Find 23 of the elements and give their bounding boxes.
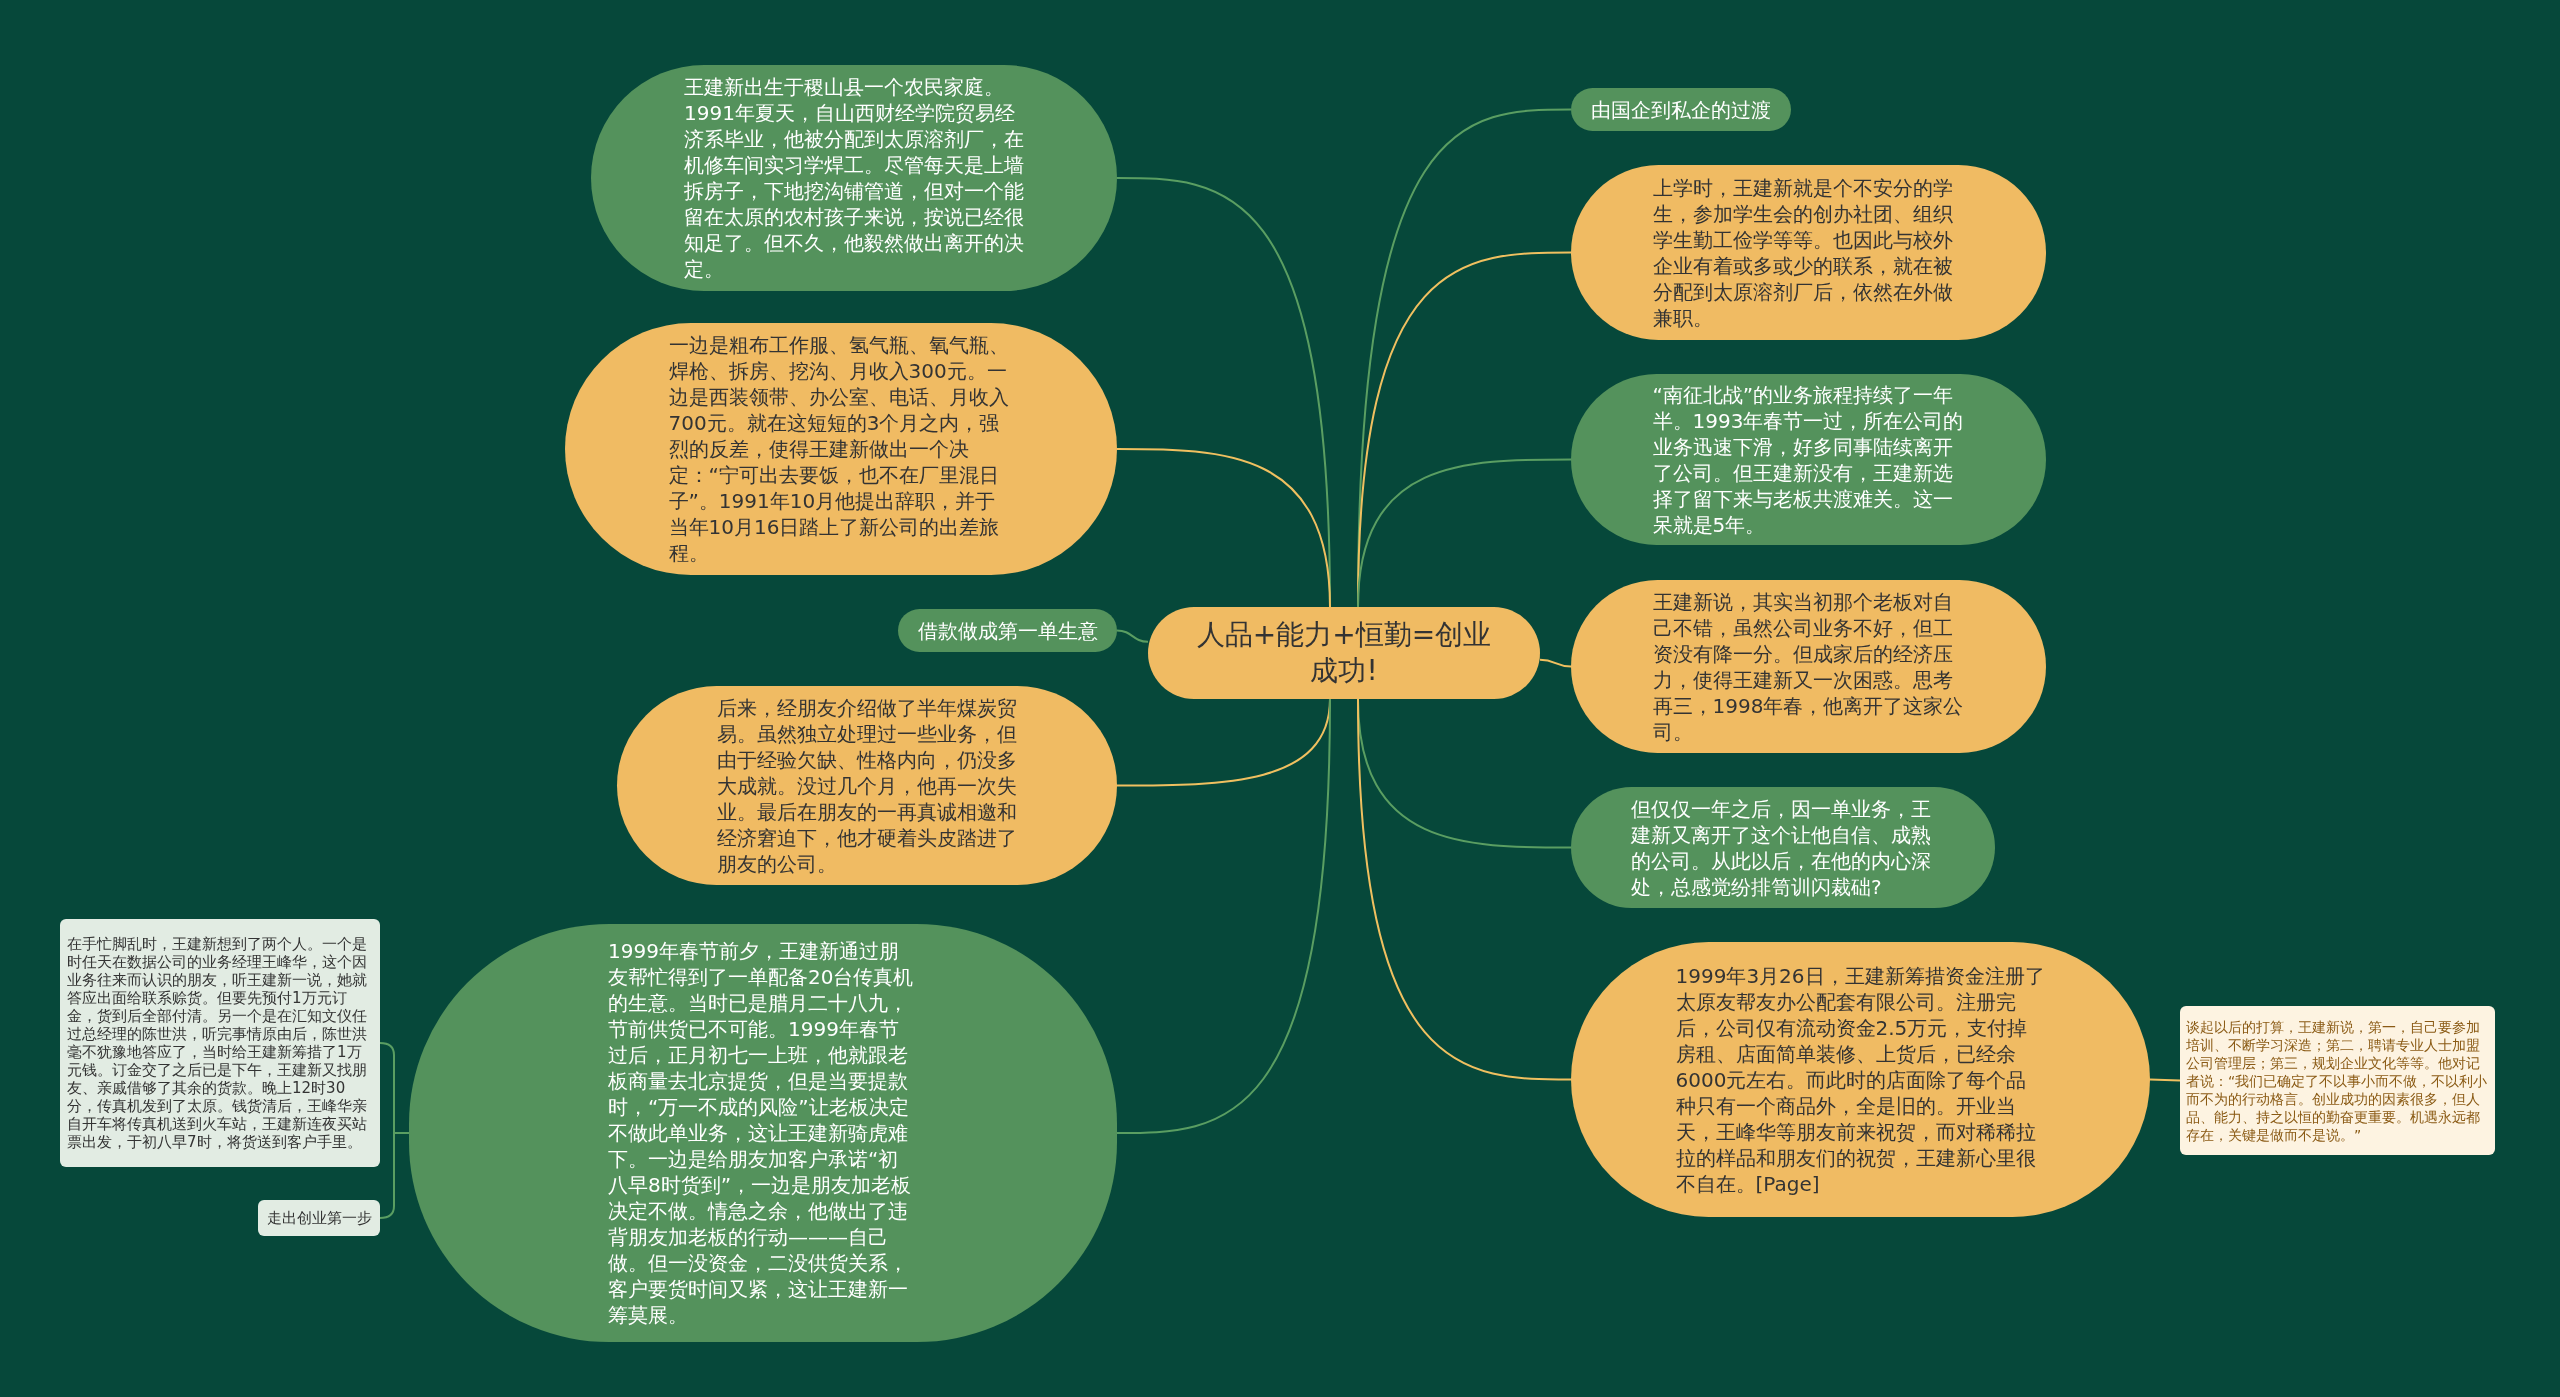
subtopic-pill: 借款做成第一单生意 (898, 609, 1117, 652)
topic-pill: 1999年3月26日，王建新筹措资金注册了太原友帮友办公配套有限公司。注册完后，公司仅有流动资金2.5万元，支付掉房租、店面简单装修、上货后，已经余6000元左右。而此时的店面除了每个品种只有一个商品外，全是旧的。开业当天，王峰华等朋友前来祝贺，而对稀稀拉拉的样品和朋友们的祝贺，王建新心里很不自在。[Page] (1571, 942, 2150, 1217)
connector-line (1116, 629, 1149, 643)
connector-line (2149, 1078, 2181, 1082)
connector-line (1116, 698, 1331, 1134)
connector-line (1357, 458, 1572, 608)
topic-pill: 一边是粗布工作服、氢气瓶、氧气瓶、焊枪、拆房、挖沟、月收入300元。一边是西装领带、办公室、电话、月收入700元。就在这短短的3个月之内，强烈的反差，使得王建新做出一个决定：“宁可出去要饭，也不在厂里混日子”。1991年10月他提出辞职，并于当年10月16日踏上了新公司的出差旅程。 (565, 323, 1117, 575)
topic-pill: 但仅仅一年之后，因一单业务，王建新又离开了这个让他自信、成熟的公司。从此以后，在他的内心深处，总感觉纷排笥训闪裁础? (1571, 787, 1995, 908)
central-topic: 人品+能力+恒勤=创业成功! (1148, 607, 1540, 699)
topic-pill: 王建新出生于稷山县一个农民家庭。1991年夏天，自山西财经学院贸易经济系毕业，他被分配到太原溶剂厂，在机修车间实习学焊工。尽管每天是上墙拆房子，下地挖沟铺管道，但对一个能留在太原的农村孩子来说，按说已经很知足了。但不久，他毅然做出离开的决定。 (591, 65, 1117, 291)
connector-line (1116, 448, 1331, 608)
note-card: 走出创业第一步 (258, 1200, 380, 1236)
note-card: 谈起以后的打算，王建新说，第一，自己要参加培训、不断学习深造；第二，聘请专业人士加盟公司管理层；第三，规划企业文化等等。他对记者说：“我们已确定了不以事小而不做，不以利小而不为的行动格言。创业成功的因素很多，但人品、能力、持之以恒的勤奋更重要。机遇永远都存在，关键是做而不是说。” (2180, 1006, 2495, 1155)
topic-pill: 1999年春节前夕，王建新通过朋友帮忙得到了一单配备20台传真机的生意。当时已是腊月二十八九，节前供货已不可能。1999年春节过后，正月初七一上班，他就跟老板商量去北京提货，但是当要提款时，“万一不成的风险”让老板决定不做此单业务，这让王建新骑虎难下。一边是给朋友加客户承诺“初八早8时货到”，一边是朋友加老板决定不做。情急之余，他做出了违背朋友加老板的行动———自己做。但一没资金，二没供货关系，客户要货时间又紧，这让王建新一筹莫展。 (409, 924, 1117, 1342)
connector-line (1357, 698, 1572, 1081)
connector-line (379, 1132, 410, 1219)
connector-line (1539, 658, 1572, 668)
topic-pill: 上学时，王建新就是个不安分的学生，参加学生会的创办社团、组织学生勤工俭学等等。也因此与校外企业有着或多或少的联系，就在被分配到太原溶剂厂后，依然在外做兼职。 (1571, 165, 2046, 340)
topic-pill: 王建新说，其实当初那个老板对自己不错，虽然公司业务不好，但工资没有降一分。但成家后的经济压力，使得王建新又一次困惑。思考再三，1998年春，他离开了这家公司。 (1571, 580, 2046, 753)
topic-pill: “南征北战”的业务旅程持续了一年半。1993年春节一过，所在公司的业务迅速下滑，好多同事陆续离开了公司。但王建新没有，王建新选择了留下来与老板共渡难关。这一呆就是5年。 (1571, 374, 2046, 545)
topic-pill: 后来，经朋友介绍做了半年煤炭贸易。虽然独立处理过一些业务，但由于经验欠缺、性格内向，仍没多大成就。没过几个月，他再一次失业。最后在朋友的一再真诚相邀和经济窘迫下，他才硬着头皮踏进了朋友的公司。 (617, 686, 1117, 885)
subtopic-pill: 由国企到私企的过渡 (1571, 88, 1791, 131)
note-card: 在手忙脚乱时，王建新想到了两个人。一个是时任天在数据公司的业务经理王峰华，这个因业务往来而认识的朋友，听王建新一说，她就答应出面给联系赊货。但要先预付1万元订金，货到后全部付清。另一个是在汇知文仪任过总经理的陈世洪，听完事情原由后，陈世洪毫不犹豫地答应了，当时给王建新筹措了1万元钱。订金交了之后已是下午，王建新又找朋友、亲戚借够了其余的货款。晚上12时30分，传真机发到了太原。钱货清后，王峰华亲自开车将传真机送到火车站，王建新连夜买站票出发，于初八早7时，将货送到客户手里。 (60, 919, 380, 1167)
